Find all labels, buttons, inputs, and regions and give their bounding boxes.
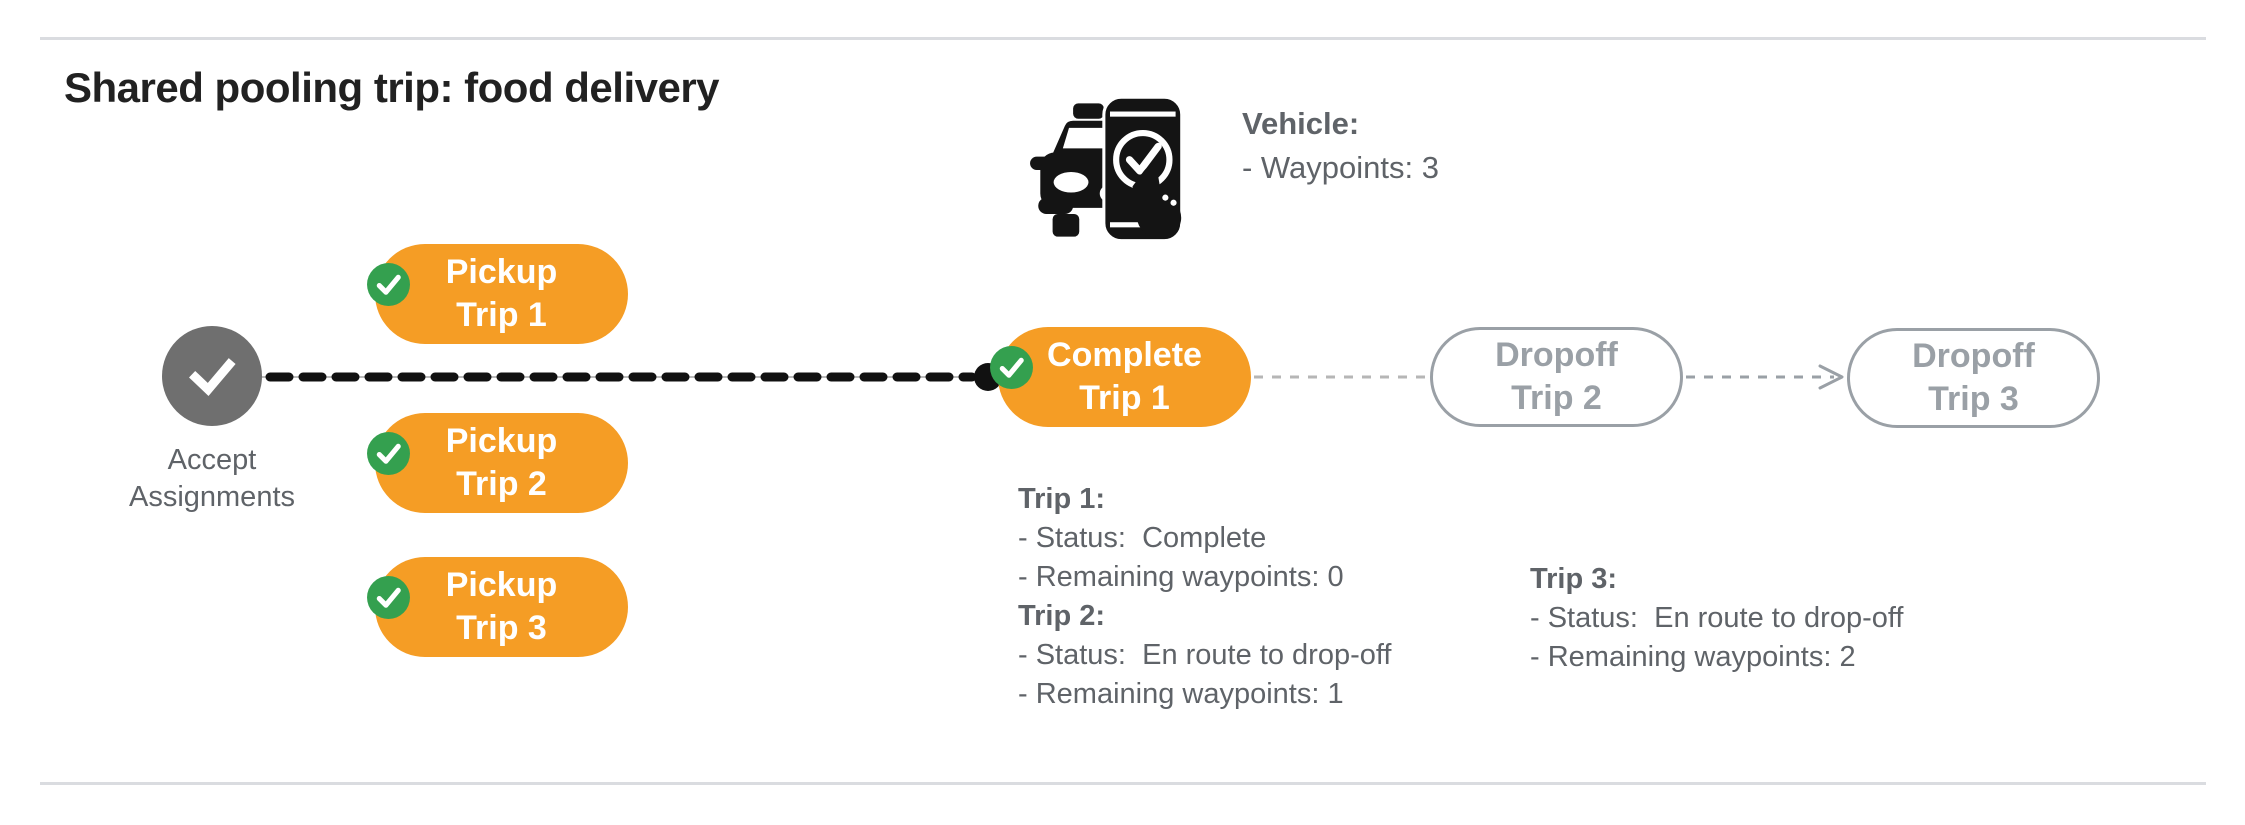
trip-2-waypoints: - Remaining waypoints: 1 — [1018, 678, 1344, 710]
green-check-badge-icon — [989, 302, 1034, 389]
trip-3-status: - Status: En route to drop-off — [1530, 602, 1904, 634]
pickup-trip-2-pill: Pickup Trip 2 — [367, 413, 628, 513]
car-phone-check-icon-svg — [1030, 95, 1184, 243]
green-check-badge-icon — [366, 532, 411, 619]
pickup-trip-1-pill: Pickup Trip 1 — [367, 244, 628, 344]
accept-assignments-node — [162, 326, 262, 426]
trip-1-waypoints: - Remaining waypoints: 0 — [1018, 561, 1344, 593]
pill-label: Pickup Trip 2 — [445, 422, 558, 503]
dropoff-trip-3-pill: Dropoff Trip 3 — [1847, 328, 2100, 428]
dropoff-trip-2-pill: Dropoff Trip 2 — [1430, 327, 1683, 427]
top-divider — [40, 37, 2206, 40]
trip-3-waypoints: - Remaining waypoints: 2 — [1530, 641, 1856, 673]
bottom-divider — [40, 782, 2206, 785]
arrowhead-icon — [1818, 364, 1844, 390]
trip-2-heading: Trip 2: — [1018, 600, 1106, 632]
vehicle-label: Vehicle: — [1242, 106, 1360, 141]
green-check-badge-icon — [366, 388, 411, 475]
vehicle-info: Vehicle: - Waypoints: 3 — [1242, 102, 1439, 190]
pill-label: Dropoff Trip 3 — [1912, 337, 2035, 418]
trip-3-heading: Trip 3: — [1530, 563, 1618, 595]
accept-assignments-label: Accept Assignments — [128, 444, 295, 513]
pill-label: Complete Trip 1 — [1047, 336, 1202, 417]
pickup-trip-3-pill: Pickup Trip 3 — [367, 557, 628, 657]
pill-label: Pickup Trip 1 — [445, 253, 558, 334]
pill-label: Pickup Trip 3 — [445, 566, 558, 647]
page-title: Shared pooling trip: food delivery — [64, 64, 720, 111]
complete-trip-1-pill: Complete Trip 1 — [990, 327, 1251, 427]
car-phone-check-icon — [1028, 93, 1192, 251]
vehicle-waypoints-line: - Waypoints: 3 — [1242, 150, 1439, 185]
checkmark-icon — [189, 358, 236, 396]
pill-label: Dropoff Trip 2 — [1495, 336, 1618, 417]
trip-details-left: Trip 1: - Status: Complete - Remaining w… — [1018, 480, 1391, 714]
trip-1-heading: Trip 1: — [1018, 483, 1106, 515]
trip-details-right: Trip 3: - Status: En route to drop-off -… — [1530, 560, 1903, 677]
green-check-badge-icon — [366, 219, 411, 306]
trip-1-status: - Status: Complete — [1018, 522, 1267, 554]
trip-2-status: - Status: En route to drop-off — [1018, 639, 1392, 671]
